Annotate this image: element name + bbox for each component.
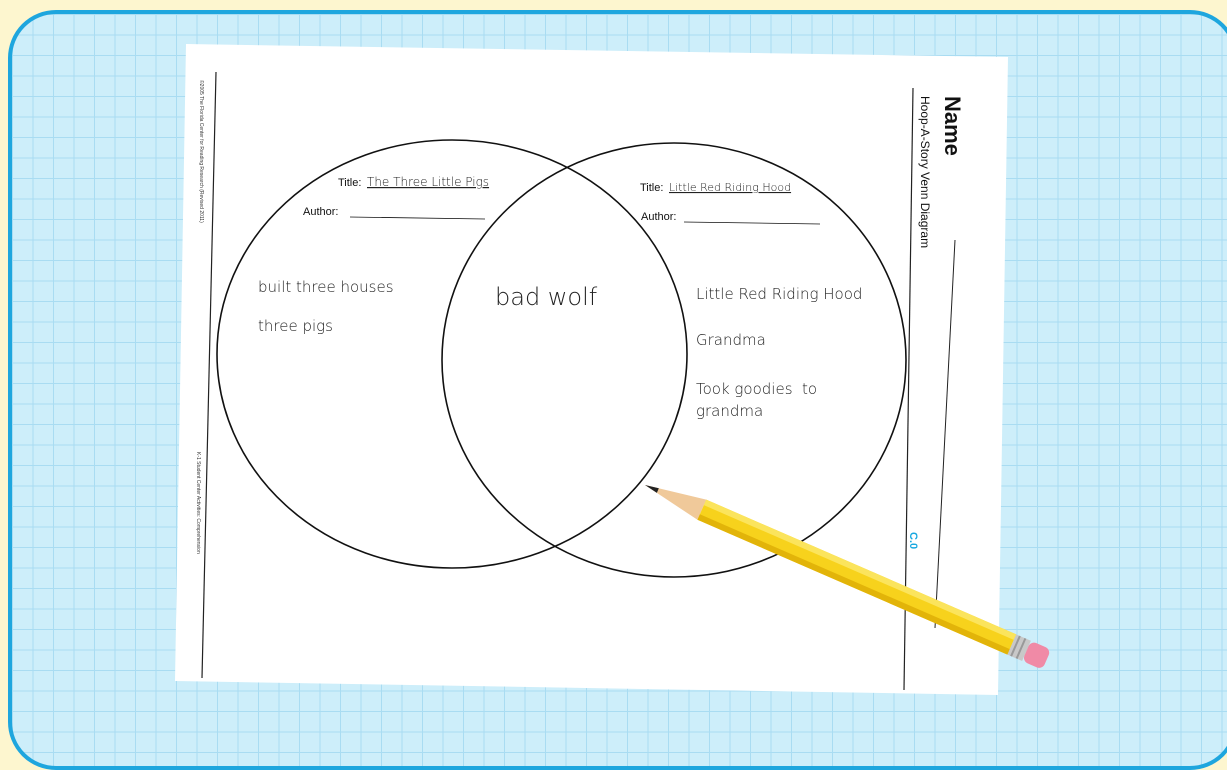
name-line <box>934 239 956 629</box>
paper-sheet <box>175 44 1008 695</box>
left-venn-circle <box>216 139 688 569</box>
copyright-text: ©2005 The Florida Center for Reading Res… <box>198 80 205 223</box>
right-item: Took goodies to <box>696 380 817 398</box>
right-title-value: Little Red Riding Hood <box>669 181 791 194</box>
worksheet-subtitle: Hoop-A-Story Venn Diagram <box>918 96 932 248</box>
footer-text: K-1 Student Center Activities: Comprehen… <box>195 452 201 554</box>
left-title-label: Title: <box>338 177 361 189</box>
right-item: grandma <box>696 402 763 420</box>
right-author-line <box>683 221 821 225</box>
pencil-icon <box>645 485 1050 668</box>
left-title-value: The Three Little Pigs <box>367 175 489 189</box>
left-item: three pigs <box>258 317 333 335</box>
name-label: Name <box>940 96 965 156</box>
right-venn-circle <box>441 142 907 578</box>
left-margin-line <box>201 71 217 679</box>
right-author-label: Author: <box>641 211 676 223</box>
right-item: Grandma <box>696 331 766 349</box>
overlap-item: bad wolf <box>495 283 598 311</box>
right-item: Little Red Riding Hood <box>696 285 862 303</box>
activity-code: C.0 <box>907 532 919 549</box>
left-author-line <box>349 216 486 220</box>
left-author-label: Author: <box>303 206 338 218</box>
left-item: built three houses <box>258 278 394 296</box>
right-title-label: Title: <box>640 182 663 194</box>
